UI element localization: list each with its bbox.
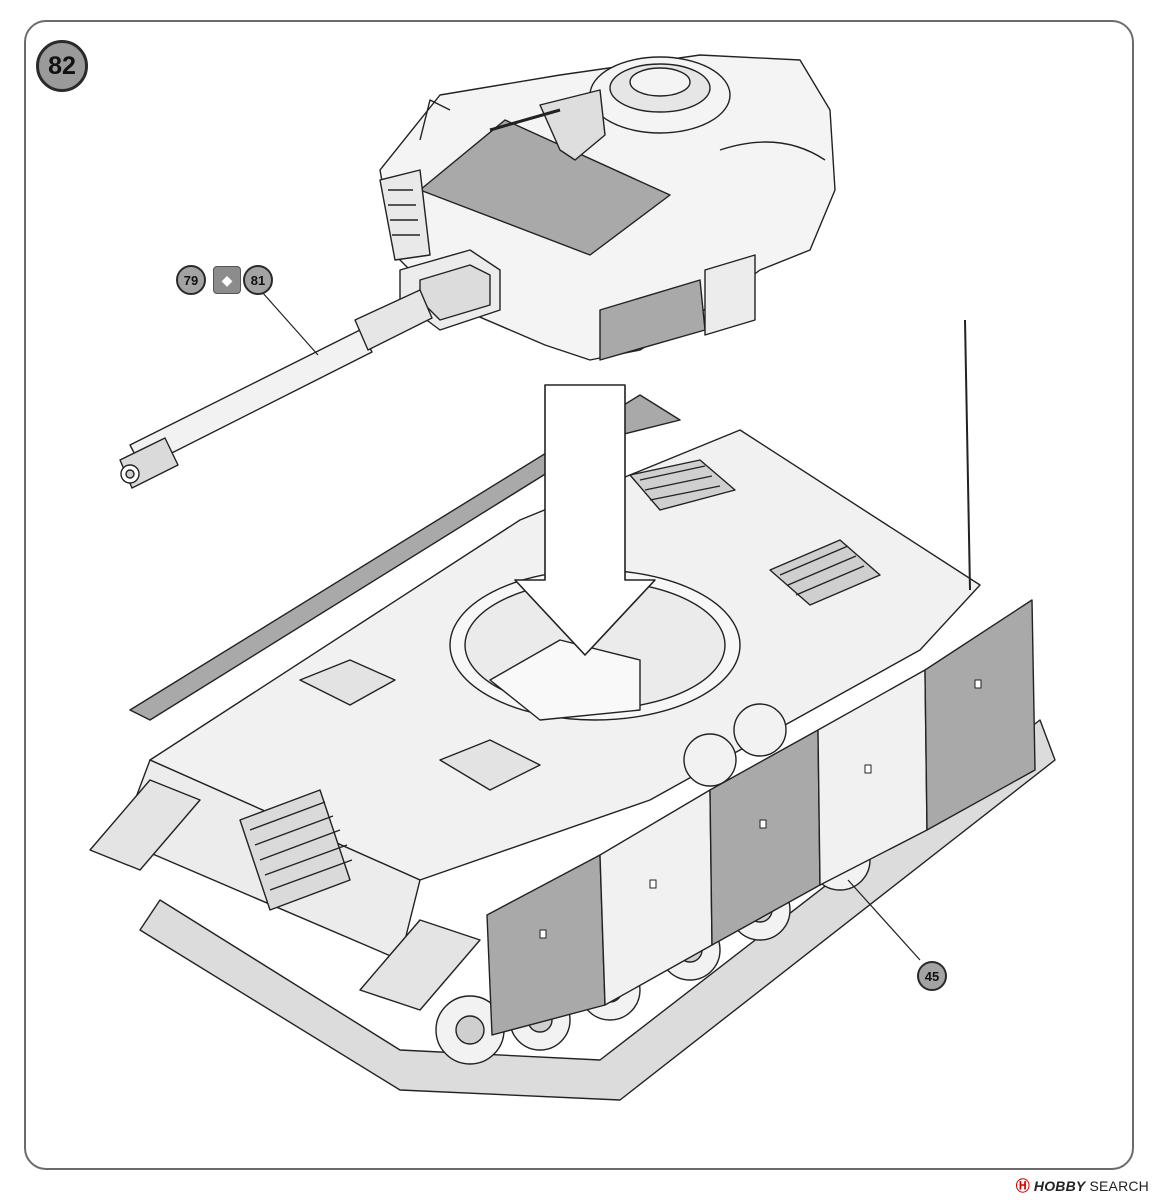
antenna	[964, 319, 971, 591]
turret	[379, 54, 836, 361]
page-frame	[24, 20, 1134, 1170]
watermark-logo-icon: Ⓗ	[1015, 1178, 1030, 1194]
part-number-45: 45	[924, 968, 940, 984]
front-fender-right	[359, 919, 481, 1011]
watermark-brand-first: HOBBY	[1033, 1178, 1086, 1194]
part-number-81: 81	[250, 272, 266, 288]
assembly-arrow	[514, 384, 656, 656]
front-fender-left	[89, 779, 201, 871]
watermark-brand-second: SEARCH	[1089, 1178, 1149, 1194]
skirt-plate-5	[924, 599, 1036, 831]
radio-hatch	[439, 739, 541, 791]
either-or-icon: ◆	[213, 266, 241, 294]
part-number-79: 79	[183, 272, 199, 288]
driver-hatch	[299, 659, 396, 706]
part-number-badge-81: 81	[243, 265, 273, 295]
step-number-badge: 82	[36, 40, 88, 92]
turret-roof-plate	[419, 119, 671, 256]
part-number-badge-79: 79	[176, 265, 206, 295]
side-skirt-plates	[486, 599, 1036, 1036]
step-number: 82	[48, 51, 76, 80]
part-number-badge-45: 45	[917, 961, 947, 991]
cupola-inner	[629, 67, 691, 97]
gun-barrel	[119, 289, 433, 489]
skirt-plate-1	[486, 854, 606, 1036]
watermark: Ⓗ HOBBY SEARCH	[1016, 1176, 1149, 1196]
